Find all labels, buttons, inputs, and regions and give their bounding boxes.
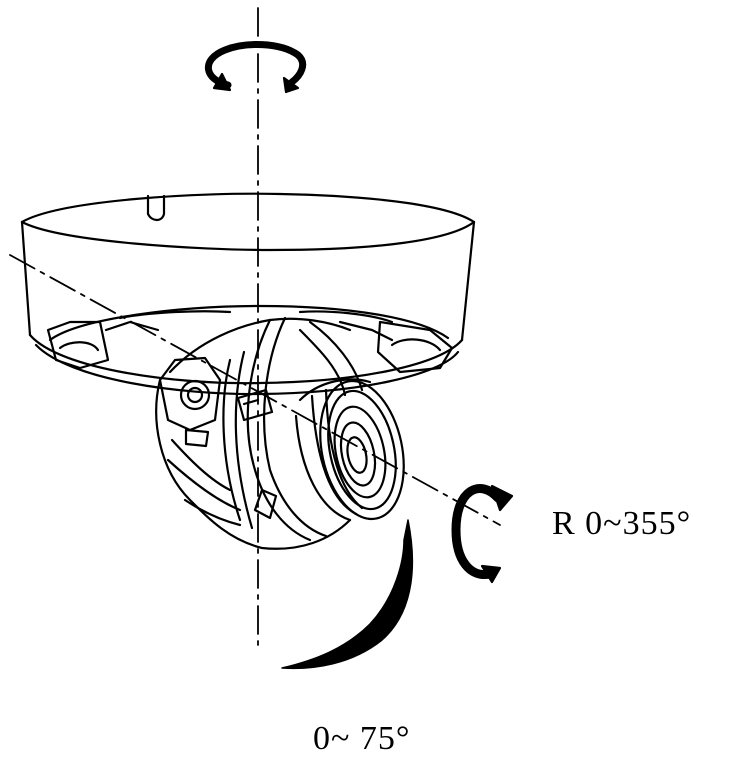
tilt-range-label: 0~ 75° <box>313 720 411 757</box>
camera-lens <box>294 378 405 522</box>
camera-gimbal <box>155 316 364 550</box>
tilt-arc-arrow-icon <box>281 519 414 670</box>
dome-housing <box>20 192 476 396</box>
circular-pan-arrow-icon <box>204 41 307 94</box>
lens-axis-line <box>9 254 501 526</box>
c-rotation-arrow-icon <box>451 484 514 584</box>
rotation-range-label: R 0~355° <box>552 505 692 542</box>
